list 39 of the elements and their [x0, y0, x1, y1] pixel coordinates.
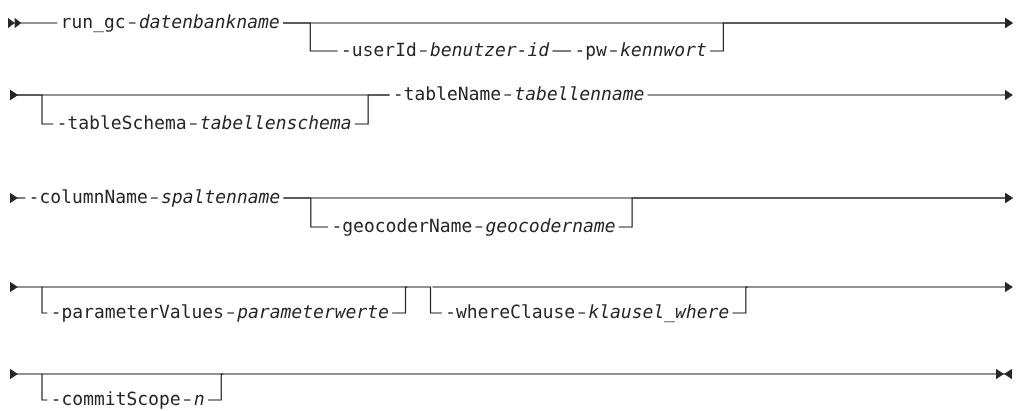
connector-line	[226, 312, 235, 314]
connector-line	[609, 50, 618, 52]
keyword-text: -userId	[344, 42, 416, 57]
arrow	[207, 368, 1012, 401]
keyword-text: -commitScope	[53, 391, 180, 409]
connector-line	[503, 94, 512, 96]
connector-line	[282, 197, 329, 228]
connector-line	[354, 94, 391, 125]
connector-line	[128, 22, 137, 24]
placeholder-text: geocodername	[486, 218, 615, 236]
placeholder-text: kennwort	[620, 42, 706, 57]
placeholder-text: datenbankname	[139, 14, 279, 29]
arrow	[618, 192, 1013, 228]
connector-line	[150, 197, 159, 199]
keyword-text: -columnName	[31, 189, 147, 204]
connector-line	[282, 22, 339, 52]
keyword-text: -pw	[577, 45, 607, 60]
keyword-text: run_gc	[63, 17, 125, 33]
placeholder-text: tabellenschema	[201, 115, 351, 130]
connector-line	[419, 50, 428, 52]
connector-line	[577, 312, 586, 314]
connector-line	[183, 399, 192, 401]
keyword-text: -tableName	[395, 86, 501, 101]
keyword-text: -geocoderName	[334, 218, 472, 236]
placeholder-text: tabellenname	[516, 86, 644, 101]
placeholder-text: spaltenname	[162, 189, 280, 207]
keyword-text: -tableSchema	[59, 115, 186, 130]
placeholder-text: parameterwerte	[237, 305, 388, 322]
placeholder-text: klausel_where	[589, 304, 729, 323]
connector-line	[474, 226, 483, 228]
arrow	[731, 281, 1013, 314]
keyword-text: -parameterValues	[53, 304, 223, 322]
arrow	[709, 17, 1013, 52]
placeholder-text: benutzer-id	[430, 42, 550, 57]
keyword-text: -whereClause	[448, 304, 575, 319]
connector-line	[391, 286, 443, 314]
placeholder-text: n	[194, 394, 204, 405]
connector-line	[189, 123, 198, 125]
connector-line	[551, 50, 572, 52]
